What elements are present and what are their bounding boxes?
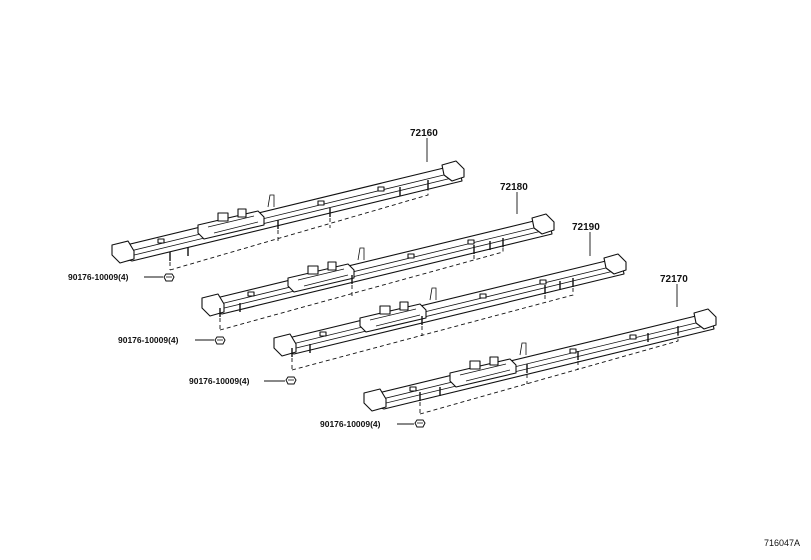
flange-nut [397, 419, 426, 428]
seat-rail-72190: 72190 90176-10009(4) [189, 222, 627, 386]
fastener-label: 90176-10009(4) [68, 272, 129, 282]
part-number-label: 72160 [410, 128, 438, 139]
fastener-alignment-line [419, 335, 679, 415]
part-number-label: 72180 [500, 182, 528, 193]
fastener-label: 90176-10009(4) [320, 419, 381, 429]
fastener-alignment-line [291, 288, 574, 371]
seat-rail-72180: 72180 90176-10009(4) [118, 182, 555, 345]
seat-rail-72160: 72160 90176-10009(4) [68, 128, 465, 282]
fastener-alignment-line [169, 188, 429, 271]
fastener-label: 90176-10009(4) [118, 335, 179, 345]
fastener-label: 90176-10009(4) [189, 376, 250, 386]
flange-nut [144, 273, 175, 282]
flange-nut [195, 336, 226, 345]
part-number-label: 72190 [572, 222, 600, 233]
seat-rail-72170: 72170 90176-10009(4) [320, 274, 717, 429]
flange-nut [264, 376, 297, 385]
part-number-label: 72170 [660, 274, 688, 285]
drawing-reference-number: 716047A [764, 538, 800, 548]
